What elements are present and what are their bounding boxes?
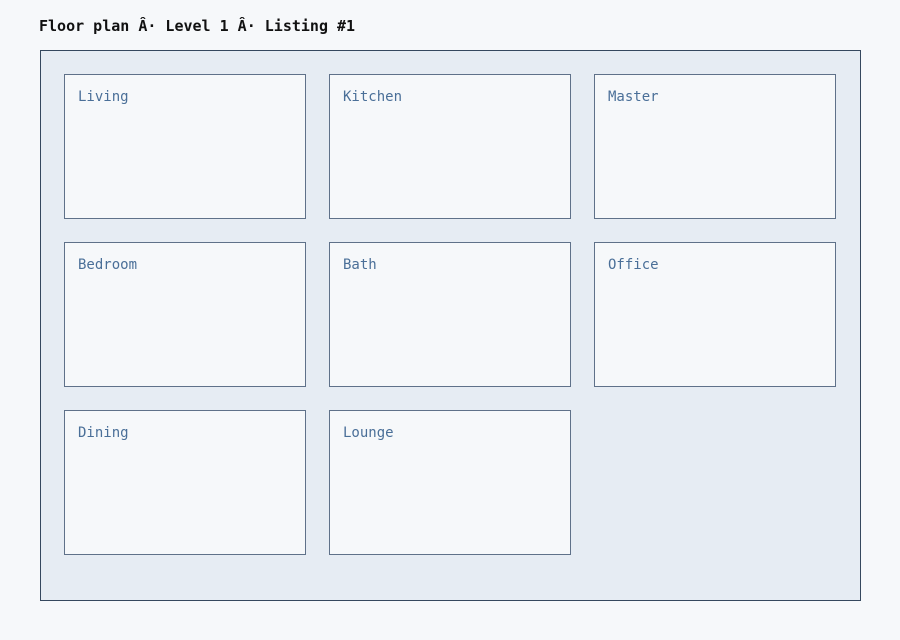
room-office[interactable]: Office [594,242,836,387]
room-label: Bedroom [78,257,138,273]
room-label: Kitchen [343,89,403,105]
room-bath[interactable]: Bath [329,242,571,387]
room-label: Living [78,89,129,105]
room-label: Dining [78,425,129,441]
room-label: Lounge [343,425,394,441]
room-master[interactable]: Master [594,74,836,219]
room-label: Master [608,89,659,105]
room-label: Bath [343,257,377,273]
room-lounge[interactable]: Lounge [329,410,571,555]
floor-plan: Living Kitchen Master Bedroom Bath Offic… [40,50,861,601]
room-kitchen[interactable]: Kitchen [329,74,571,219]
room-bedroom[interactable]: Bedroom [64,242,306,387]
page-title: Floor plan Â· Level 1 Â· Listing #1 [39,17,356,35]
room-label: Office [608,257,659,273]
room-dining[interactable]: Dining [64,410,306,555]
room-living[interactable]: Living [64,74,306,219]
